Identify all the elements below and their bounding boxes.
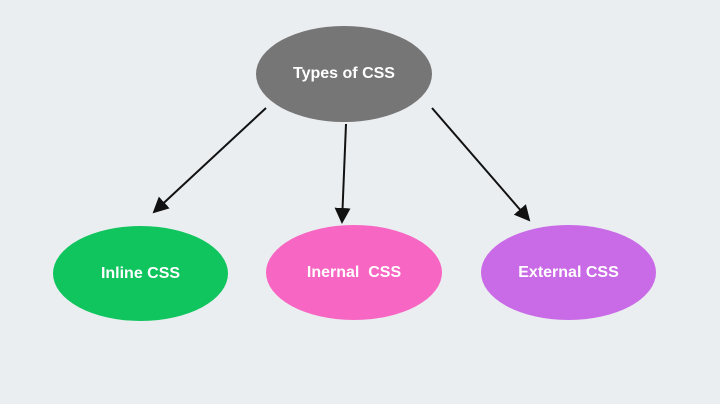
root-node-label: Types of CSS (293, 65, 395, 82)
child-node-internal-css: Inernal CSS (266, 225, 442, 320)
internal-css-label: Inernal CSS (306, 263, 402, 281)
arrow-root-to-internal (334, 123, 351, 224)
child-node-inline-css: Inline CSS (53, 226, 228, 321)
inline-css-label: Inline CSS (100, 264, 181, 282)
arrow-root-to-external (431, 107, 531, 222)
arrow-root-to-inline (152, 107, 267, 214)
child-node-external-css: External CSS (481, 225, 656, 320)
root-node-types-of-css: Types of CSS (256, 26, 432, 122)
external-css-label: External CSS (518, 263, 619, 281)
